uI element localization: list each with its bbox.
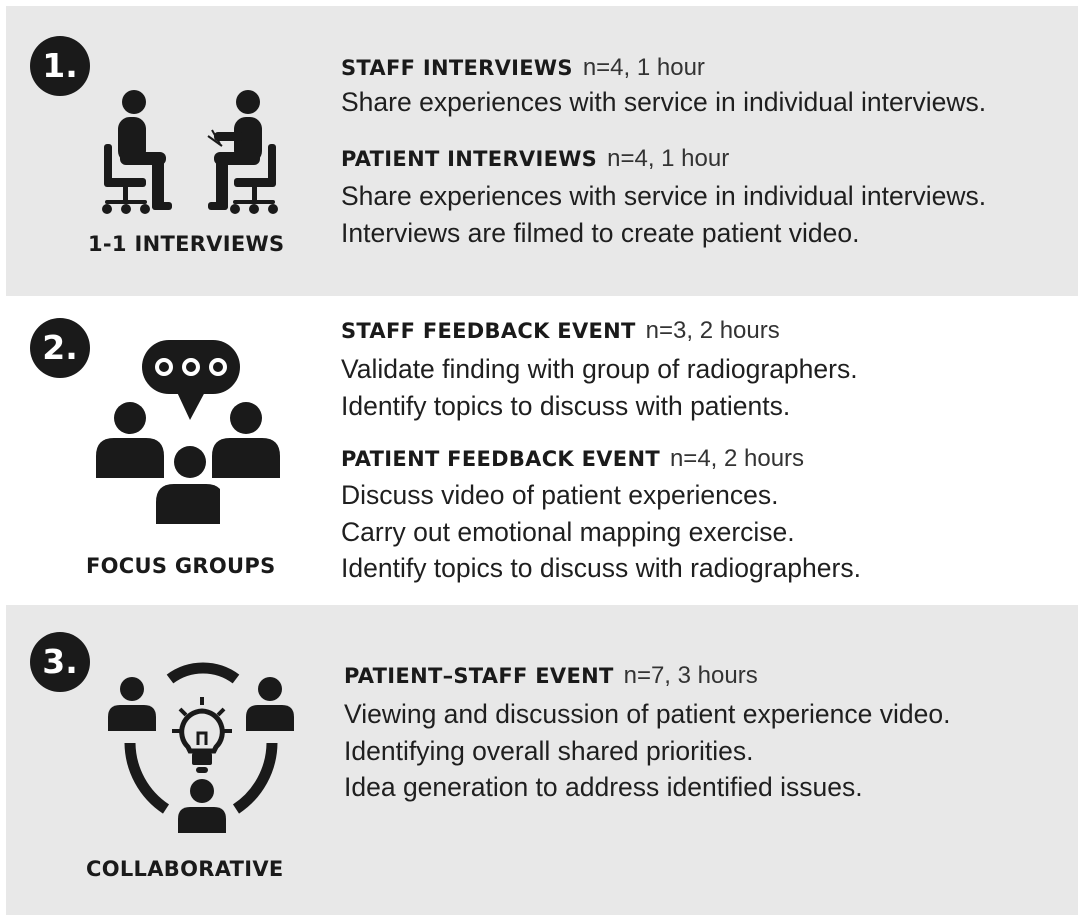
description-line: Carry out emotional mapping exercise. <box>341 516 795 547</box>
description-line: Interviews are filmed to create patient … <box>341 217 860 248</box>
section-3-panel: 3. <box>6 605 1078 915</box>
entry-description: Validate finding with group of radiograp… <box>341 351 858 424</box>
entry-title: STAFF INTERVIEWS <box>341 56 573 80</box>
section-caption: FOCUS GROUPS <box>86 554 276 578</box>
entry-heading: PATIENT FEEDBACK EVENT n=4, 2 hours <box>341 443 804 474</box>
entry-description: Discuss video of patient experiences. Ca… <box>341 477 861 587</box>
entry-meta: n=7, 3 hours <box>623 662 758 689</box>
section-number-badge: 3. <box>30 632 90 692</box>
entry-description: Share experiences with service in indivi… <box>341 84 986 121</box>
section-2-panel: 2. FOCUS GROUPS STAFF FEEDBACK EVEN <box>6 296 1078 605</box>
entry-title: PATIENT INTERVIEWS <box>341 147 598 171</box>
entry-heading: STAFF INTERVIEWS n=4, 1 hour <box>341 52 705 83</box>
entry-title: STAFF FEEDBACK EVENT <box>341 319 636 343</box>
section-caption: 1-1 INTERVIEWS <box>88 232 285 256</box>
description-line: Idea generation to address identified is… <box>344 772 863 802</box>
section-number-badge: 1. <box>30 36 90 96</box>
description-line: Discuss video of patient experiences. <box>341 480 779 510</box>
entry-description: Viewing and discussion of patient experi… <box>344 696 950 806</box>
description-line: Share experiences with service in indivi… <box>341 181 987 211</box>
entry-title: PATIENT–STAFF EVENT <box>344 664 614 688</box>
entry-meta: n=4, 1 hour <box>582 54 705 81</box>
entry-meta: n=4, 1 hour <box>607 145 730 172</box>
entry-description: Share experiences with service in indivi… <box>341 178 986 251</box>
two-people-seated-interview-icon <box>102 90 278 214</box>
description-line: Viewing and discussion of patient experi… <box>344 699 951 729</box>
description-line: Share experiences with service in indivi… <box>341 87 987 117</box>
description-line: Identifying overall shared priorities. <box>344 735 754 766</box>
entry-title: PATIENT FEEDBACK EVENT <box>341 447 660 471</box>
section-caption: COLLABORATIVE <box>86 857 284 881</box>
entry-heading: STAFF FEEDBACK EVENT n=3, 2 hours <box>341 315 780 346</box>
section-1-panel: 1. <box>6 6 1078 296</box>
entry-heading: PATIENT–STAFF EVENT n=7, 3 hours <box>344 660 758 691</box>
section-number-badge: 2. <box>30 318 90 378</box>
description-line: Validate finding with group of radiograp… <box>341 354 858 384</box>
description-line: Identify topics to discuss with radiogra… <box>341 553 861 583</box>
group-speech-bubble-icon <box>96 340 280 524</box>
entry-meta: n=4, 2 hours <box>669 445 805 472</box>
collaboration-lightbulb-icon <box>108 662 294 833</box>
entry-heading: PATIENT INTERVIEWS n=4, 1 hour <box>341 143 729 174</box>
description-line: Identify topics to discuss with patients… <box>341 390 791 421</box>
entry-meta: n=3, 2 hours <box>645 317 780 344</box>
